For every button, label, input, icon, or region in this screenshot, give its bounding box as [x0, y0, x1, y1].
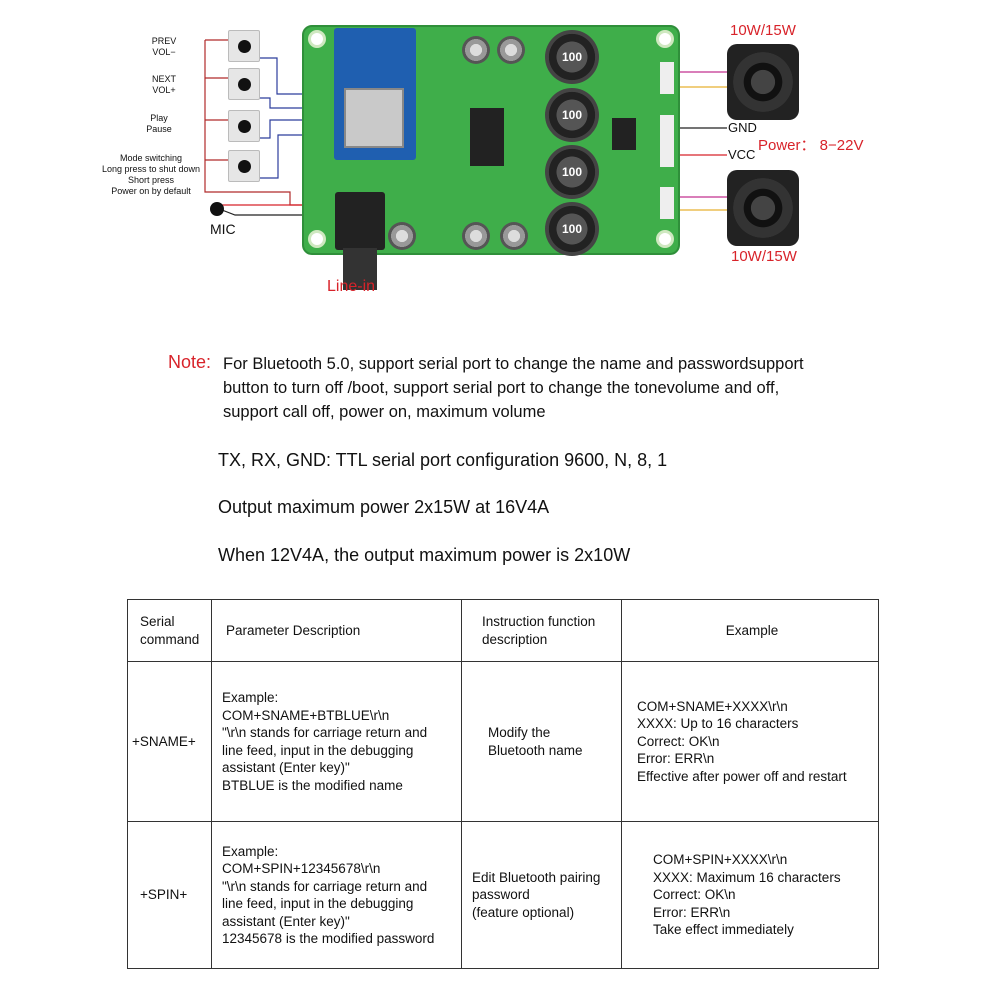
table-cell: +SPIN+: [127, 821, 212, 969]
inductor: 100: [545, 30, 599, 84]
table-cell: Example: COM+SNAME+BTBLUE\r\n "\r\n stan…: [211, 661, 462, 822]
label-text: NEXT VOL+: [151, 74, 176, 95]
spec-max-power: Output maximum power 2x15W at 16V4A: [218, 497, 550, 517]
button-label-mode: Mode switching Long press to shut down S…: [95, 153, 207, 197]
speaker-top-label: 10W/15W: [730, 22, 796, 39]
note-text: For Bluetooth 5.0, support serial port t…: [223, 355, 804, 421]
label-text: PREV VOL−: [151, 36, 177, 57]
gnd-label: GND: [728, 120, 757, 135]
spec-serial: TX, RX, GND: TTL serial port configurati…: [218, 450, 668, 470]
speaker-bottom-icon: [727, 170, 799, 246]
mount-hole: [308, 30, 326, 48]
audio-jack: [335, 192, 385, 250]
header-cell: Parameter Description: [211, 599, 462, 662]
inductor-text: 100: [561, 50, 583, 64]
speaker-bottom-label: 10W/15W: [731, 248, 797, 265]
regulator: [612, 118, 636, 150]
capacitor: [500, 222, 528, 250]
header-cell: Serial command: [127, 599, 212, 662]
mic-label: MIC: [210, 221, 236, 237]
speaker-terminal: [660, 62, 674, 94]
module-shield: [344, 88, 404, 148]
mode-button-component: [228, 150, 260, 182]
inductor-text: 100: [561, 108, 583, 122]
button-label-next: NEXT VOL+: [140, 74, 188, 96]
serial-command-table: Serial command Parameter Description Ins…: [127, 599, 879, 969]
bluetooth-module: [334, 28, 416, 160]
table-cell: Modify the Bluetooth name: [461, 661, 622, 822]
table-cell: +SNAME+: [127, 661, 212, 822]
header-cell: Example: [621, 599, 879, 662]
play-button-component: [228, 110, 260, 142]
prev-button-component: [228, 30, 260, 62]
speaker-terminal: [660, 187, 674, 219]
inductor-text: 100: [561, 222, 583, 236]
capacitor: [497, 36, 525, 64]
label-text: Play Pause: [146, 113, 172, 134]
power-terminal: [660, 115, 674, 167]
button-label-play: Play Pause: [135, 113, 183, 135]
line-in-label: Line-in: [327, 278, 376, 295]
amplifier-chip: [470, 108, 504, 166]
inductor: 100: [545, 88, 599, 142]
mount-hole: [656, 230, 674, 248]
next-button-component: [228, 68, 260, 100]
mount-hole: [656, 30, 674, 48]
table-row: +SPIN+ Example: COM+SPIN+12345678\r\n "\…: [127, 821, 879, 969]
table-cell: COM+SPIN+XXXX\r\n XXXX: Maximum 16 chara…: [621, 821, 879, 969]
table-cell: COM+SNAME+XXXX\r\n XXXX: Up to 16 charac…: [621, 661, 879, 822]
inductor-text: 100: [561, 165, 583, 179]
mount-hole: [308, 230, 326, 248]
table-row: +SNAME+ Example: COM+SNAME+BTBLUE\r\n "\…: [127, 661, 879, 822]
vcc-label: VCC: [728, 147, 756, 162]
table-cell: Example: COM+SPIN+12345678\r\n "\r\n sta…: [211, 821, 462, 969]
header-cell: Instruction function description: [461, 599, 622, 662]
note-label: Note:: [168, 352, 212, 372]
table-header-row: Serial command Parameter Description Ins…: [127, 599, 879, 662]
inductor: 100: [545, 202, 599, 256]
button-label-prev: PREV VOL−: [140, 36, 188, 58]
table-cell: Edit Bluetooth pairing password (feature…: [461, 821, 622, 969]
speaker-top-icon: [727, 44, 799, 120]
capacitor: [388, 222, 416, 250]
capacitor: [462, 222, 490, 250]
label-text: Mode switching Long press to shut down S…: [101, 153, 201, 196]
audio-jack-plug: [343, 248, 377, 290]
inductor: 100: [545, 145, 599, 199]
capacitor: [462, 36, 490, 64]
mic-icon: [210, 202, 224, 216]
spec-12v-power: When 12V4A, the output maximum power is …: [218, 545, 631, 565]
power-label: Power： 8−22V: [758, 137, 864, 154]
